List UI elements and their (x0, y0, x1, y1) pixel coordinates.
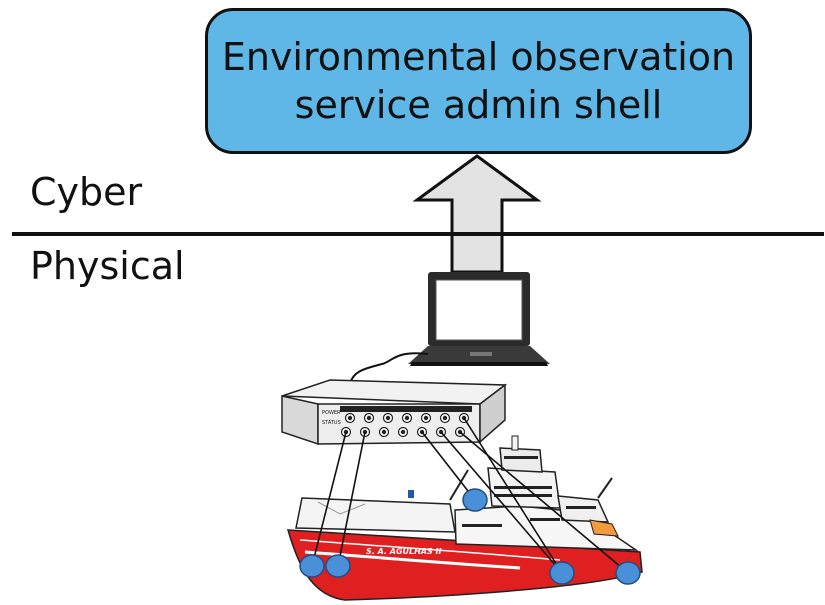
sensor-cable (463, 417, 563, 574)
sensor-icon (462, 488, 488, 512)
cyber-physical-divider (12, 232, 824, 236)
logger-port-socket (366, 415, 372, 421)
laptop-cable (349, 352, 429, 386)
logger-port-socket (423, 415, 429, 421)
logger-status-label: STATUS (322, 420, 341, 426)
sensor-cable (311, 431, 347, 567)
logger-port-socket (404, 415, 410, 421)
sensor-cable (421, 431, 476, 501)
admin-shell-title-line-2: service admin shell (294, 83, 663, 127)
sensor-cable (440, 431, 563, 574)
sensor-icon (615, 561, 641, 585)
physical-layer-label: Physical (30, 244, 185, 288)
logger-port-socket (381, 429, 387, 435)
logger-port-socket (347, 415, 353, 421)
admin-shell-title-line-1: Environmental observation (221, 35, 736, 79)
sensor-cable (337, 431, 366, 567)
sensor-icon (549, 561, 575, 585)
sensor-icon (299, 554, 325, 578)
logger-power-label: POWER (322, 410, 341, 416)
admin-shell-box: Environmental observation service admin … (205, 8, 752, 154)
ship-icon: S. A. AGULHAS II (286, 435, 643, 601)
logger-port-socket (442, 415, 448, 421)
sensor-icon (325, 554, 351, 578)
logger-port-socket (400, 429, 406, 435)
laptop-icon (408, 272, 550, 366)
data-logger-icon: POWER STATUS (281, 379, 508, 446)
logger-port-socket (385, 415, 391, 421)
up-arrow-icon (412, 154, 542, 274)
ship-name-text: S. A. AGULHAS II (366, 547, 442, 556)
cyber-layer-label: Cyber (30, 170, 143, 214)
